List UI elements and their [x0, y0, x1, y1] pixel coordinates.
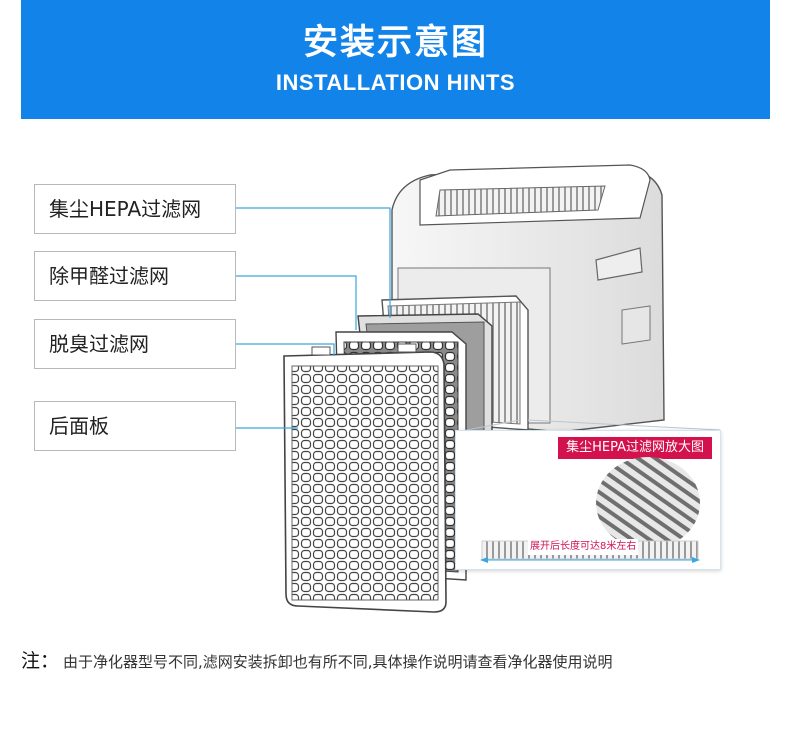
- footnote: 注：由于净化器型号不同,滤网安装拆卸也有所不同,具体操作说明请查看净化器使用说明: [21, 648, 613, 675]
- label-formaldehyde-filter: 除甲醛过滤网: [34, 251, 236, 301]
- page-subtitle: INSTALLATION HINTS: [275, 70, 516, 95]
- header-banner: 安装示意图 INSTALLATION HINTS: [21, 0, 770, 119]
- zoom-length-caption: 展开后长度可达8米左右: [528, 539, 639, 555]
- installation-diagram: 集尘HEPA过滤网 除甲醛过滤网 脱臭过滤网 后面板: [0, 120, 790, 640]
- zoom-title-tag: 集尘HEPA过滤网放大图: [558, 437, 712, 459]
- page-title: 安装示意图: [302, 23, 488, 63]
- rear-panel: [283, 343, 447, 613]
- hepa-zoom-panel: 集尘HEPA过滤网放大图 展开后长度可达8米左右: [455, 430, 721, 570]
- purifier-illustration: [236, 164, 721, 613]
- leader-lines: [236, 207, 391, 429]
- note-prefix: 注：: [21, 650, 60, 672]
- note-text: 由于净化器型号不同,滤网安装拆卸也有所不同,具体操作说明请查看净化器使用说明: [63, 653, 613, 671]
- label-hepa-filter: 集尘HEPA过滤网: [34, 184, 236, 234]
- label-rear-panel: 后面板: [34, 401, 236, 451]
- label-deodorizing-filter: 脱臭过滤网: [34, 319, 236, 369]
